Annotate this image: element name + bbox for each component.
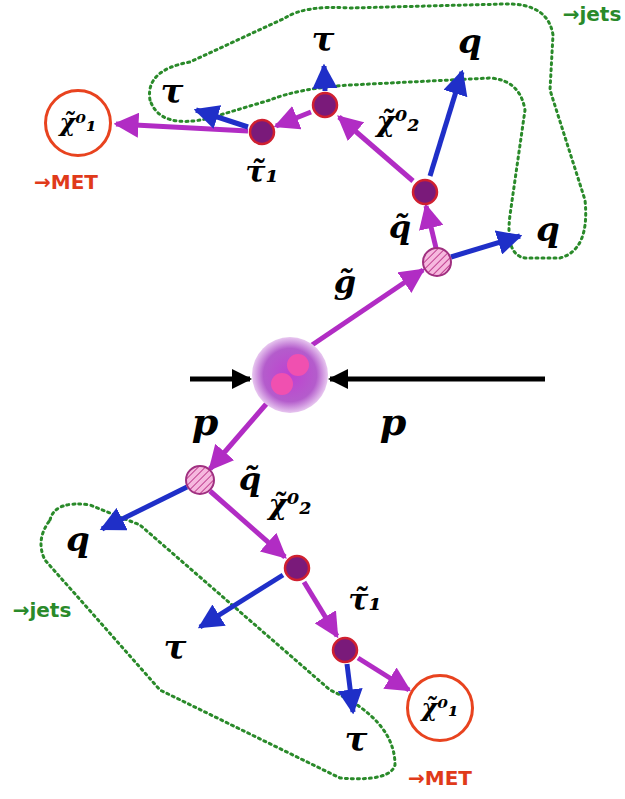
particle-line bbox=[347, 664, 353, 712]
particle-line bbox=[102, 487, 187, 529]
particle-line bbox=[430, 72, 462, 176]
particle-label: τ̃₁ bbox=[245, 156, 278, 188]
sparticle-line bbox=[304, 582, 337, 636]
annotation-label: →MET bbox=[408, 768, 472, 789]
particle-label: p bbox=[380, 402, 407, 442]
production-vertex bbox=[423, 248, 451, 276]
jet-outline bbox=[41, 504, 395, 779]
particle-label: q bbox=[66, 522, 90, 558]
particle-label: q̃ bbox=[239, 463, 261, 497]
particle-label: q̃ bbox=[389, 211, 411, 245]
parton bbox=[271, 373, 293, 395]
production-vertex bbox=[186, 466, 214, 494]
sparticle-line bbox=[426, 206, 436, 248]
particle-label: p bbox=[192, 402, 219, 442]
decay-vertex bbox=[250, 120, 274, 144]
particle-label: τ bbox=[161, 74, 184, 110]
particle-label: χ̃⁰₂ bbox=[269, 490, 312, 519]
particle-label: τ bbox=[345, 722, 368, 758]
particle-label: q bbox=[458, 24, 482, 60]
sparticle-line bbox=[210, 402, 268, 469]
parton bbox=[287, 354, 309, 376]
proton-beam bbox=[330, 377, 545, 382]
collision-blob bbox=[252, 337, 328, 413]
particle-label: g̃ bbox=[334, 266, 356, 300]
neutralino-circle: χ̃⁰₁ bbox=[406, 674, 474, 742]
annotation-label: →MET bbox=[34, 172, 98, 193]
particle-label: χ̃⁰₂ bbox=[377, 107, 420, 136]
particle-label: τ bbox=[164, 630, 187, 666]
neutralino-circle: χ̃⁰₁ bbox=[44, 89, 112, 157]
particle-name: χ̃⁰₁ bbox=[422, 696, 459, 720]
particle-line bbox=[196, 110, 248, 127]
sparticle-line bbox=[358, 658, 409, 690]
annotation-label: →jets bbox=[13, 600, 72, 621]
particle-label: τ̃₁ bbox=[348, 584, 381, 616]
decay-vertex bbox=[285, 556, 309, 580]
particle-line bbox=[451, 236, 520, 257]
sparticle-line bbox=[312, 270, 423, 345]
decay-vertex bbox=[313, 93, 337, 117]
decay-vertex bbox=[413, 180, 437, 204]
decay-vertex bbox=[333, 638, 357, 662]
particle-line bbox=[200, 575, 283, 627]
sparticle-line bbox=[276, 112, 311, 126]
particle-label: τ bbox=[312, 22, 335, 58]
particle-name: χ̃⁰₁ bbox=[60, 111, 97, 135]
sparticle-line bbox=[116, 124, 248, 131]
particle-label: q bbox=[536, 212, 560, 248]
proton-beam bbox=[190, 377, 250, 382]
particle-line bbox=[324, 66, 325, 91]
annotation-label: →jets bbox=[563, 4, 622, 25]
